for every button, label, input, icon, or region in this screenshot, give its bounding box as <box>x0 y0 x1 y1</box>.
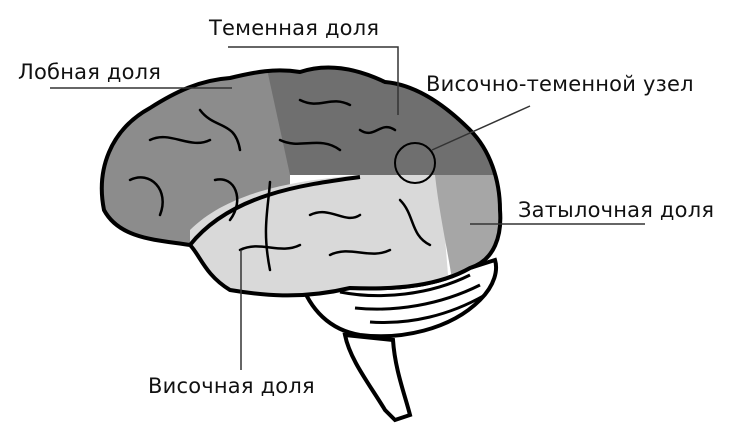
brain-stem <box>342 332 413 423</box>
label-temporal-lobe: Височная доля <box>148 374 315 398</box>
label-parietal-lobe: Теменная доля <box>209 16 380 40</box>
label-temporoparietal-junction: Височно-теменной узел <box>426 72 694 96</box>
label-occipital-lobe: Затылочная доля <box>518 198 715 222</box>
leader-lines <box>50 46 645 370</box>
temporoparietal-junction-marker <box>394 142 436 184</box>
label-frontal-lobe: Лобная доля <box>18 60 162 84</box>
temporal-lobe <box>190 175 450 296</box>
brain-outline <box>99 65 503 298</box>
